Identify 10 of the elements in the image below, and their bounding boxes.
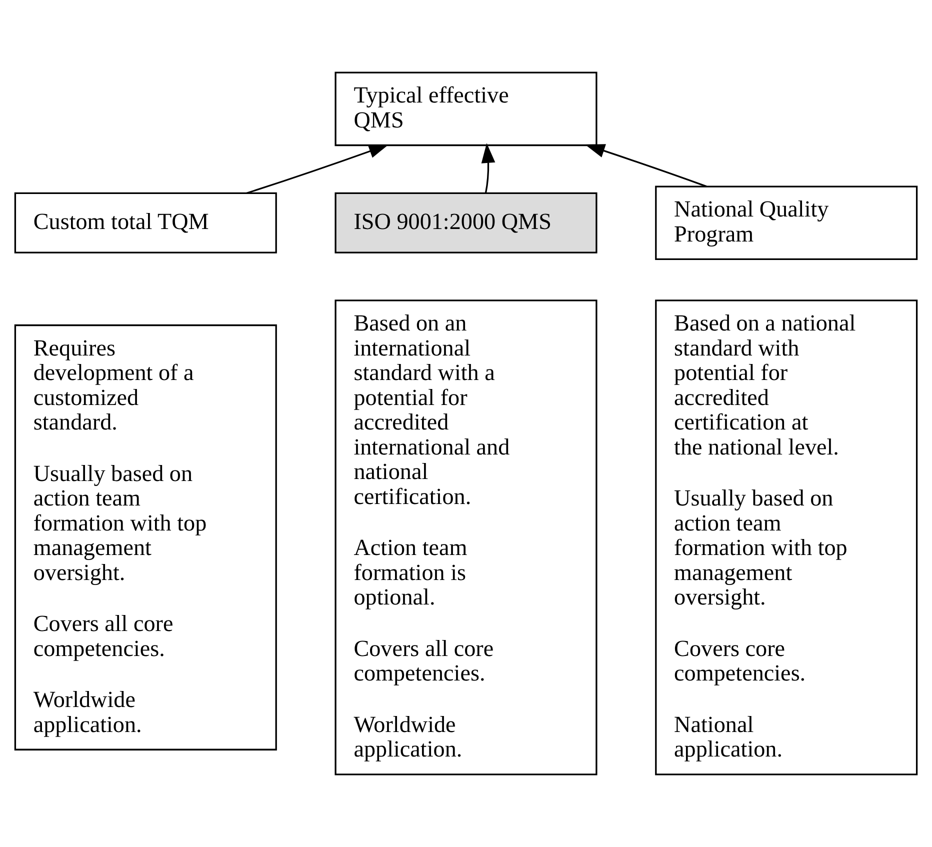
arrow	[584, 144, 707, 188]
node-box: Based on an international standard with a potential for accredited international and national certification. Action team formation is optional. Covers all core competencies. Worldwide application.	[334, 300, 598, 776]
node-box: National Quality Program	[655, 186, 918, 260]
node-box: Requires development of a customized standard. Usually based on action team formation with top management oversight. Covers all core competencies. Worldwide application.	[14, 324, 277, 750]
arrow	[481, 143, 496, 193]
node-box: ISO 9001:2000 QMS	[334, 192, 598, 254]
arrow	[246, 144, 389, 194]
node-box: Based on a national standard with potential for accredited certification at the national level. Usually based on action team formation with top management oversight. Covers core competencies. National application.	[655, 300, 918, 776]
node-box: Custom total TQM	[14, 192, 277, 254]
node-box: Typical effective QMS	[334, 72, 598, 146]
